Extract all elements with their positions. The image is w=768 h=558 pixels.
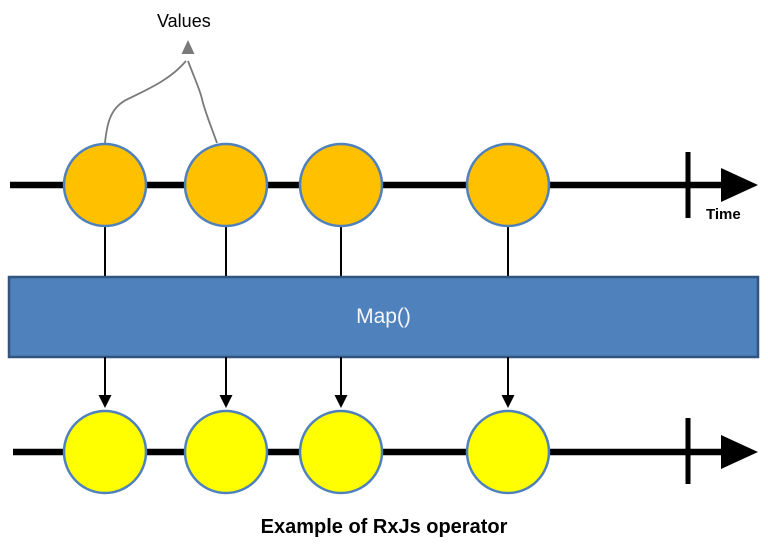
values-pointer-curve-left (104, 60, 187, 144)
values-pointer-curve-right (187, 60, 218, 144)
output-connector-arrowhead-4 (501, 395, 515, 408)
values-annotation (104, 40, 218, 144)
output-timeline-arrowhead-icon (721, 435, 758, 469)
output-connectors (98, 357, 515, 408)
input-timeline-arrowhead-icon (721, 168, 758, 202)
operator-label: Map() (356, 305, 411, 328)
output-marble-2 (183, 409, 269, 495)
input-marble-4 (465, 142, 551, 228)
operator-box (7, 275, 760, 359)
output-marble-1 (62, 409, 148, 495)
time-label: Time (706, 206, 741, 223)
output-marbles (62, 409, 551, 495)
input-marbles (62, 142, 551, 228)
output-marble-4 (465, 409, 551, 495)
input-marble-3 (298, 142, 384, 228)
input-marble-2 (183, 142, 269, 228)
output-connector-arrowhead-1 (98, 395, 112, 408)
output-connector-arrowhead-3 (334, 395, 348, 408)
values-arrowhead-icon (181, 40, 195, 54)
values-label: Values (157, 11, 211, 31)
input-connectors (104, 226, 509, 277)
diagram-caption: Example of RxJs operator (260, 516, 508, 538)
input-marble-1 (62, 142, 148, 228)
output-marble-3 (298, 409, 384, 495)
output-connector-arrowhead-2 (219, 395, 233, 408)
